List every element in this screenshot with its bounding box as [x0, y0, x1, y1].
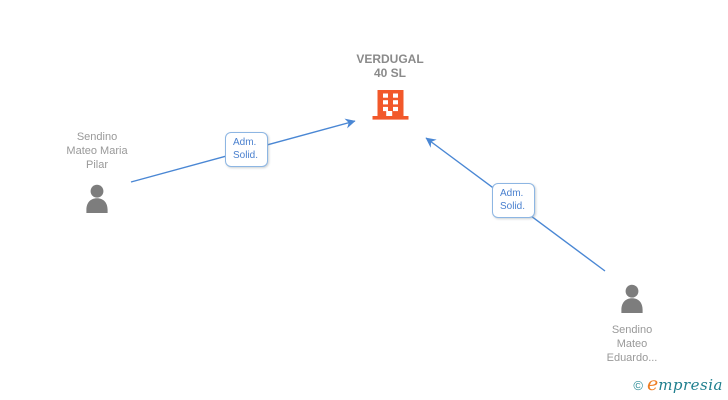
edge-label-adm-solid-left: Adm. Solid. [225, 132, 268, 167]
edge-label-line1: Adm. [233, 137, 257, 148]
person-node-left[interactable]: Sendino Mateo Maria Pilar [37, 130, 157, 220]
person-node-right[interactable]: Sendino Mateo Eduardo... [572, 283, 692, 365]
company-name-line1: VERDUGAL [356, 52, 424, 66]
person-left-name-line2: Mateo Maria [66, 145, 128, 157]
person-icon-svg [86, 184, 108, 213]
building-icon-svg [372, 90, 408, 120]
copyright-icon: © [633, 378, 643, 393]
empresia-logo[interactable]: © e mpresia [633, 373, 723, 395]
brand-initial: e [646, 373, 659, 395]
edge-label-line1: Adm. [500, 188, 524, 199]
person-right-name-line2: Mateo [616, 338, 648, 350]
person-right-name-line1: Sendino [611, 324, 653, 336]
edge-label-line2: Solid. [500, 201, 526, 212]
building-icon [318, 90, 462, 125]
edge-label-line2: Solid. [233, 150, 259, 161]
person-icon [572, 283, 692, 320]
company-name: VERDUGAL 40 SL [318, 52, 462, 80]
person-left-name: Sendino Mateo Maria Pilar [37, 130, 157, 172]
person-icon-svg [621, 284, 643, 313]
brand-name: mpresia [658, 376, 723, 394]
company-name-line2: 40 SL [373, 66, 406, 80]
person-right-name: Sendino Mateo Eduardo... [572, 323, 692, 365]
person-right-name-line3: Eduardo... [606, 352, 658, 364]
company-node[interactable]: VERDUGAL 40 SL [318, 52, 462, 125]
person-left-name-line1: Sendino [76, 131, 118, 143]
person-icon [37, 183, 157, 220]
edge-label-adm-solid-right: Adm. Solid. [492, 183, 535, 218]
person-left-name-line3: Pilar [85, 159, 108, 171]
